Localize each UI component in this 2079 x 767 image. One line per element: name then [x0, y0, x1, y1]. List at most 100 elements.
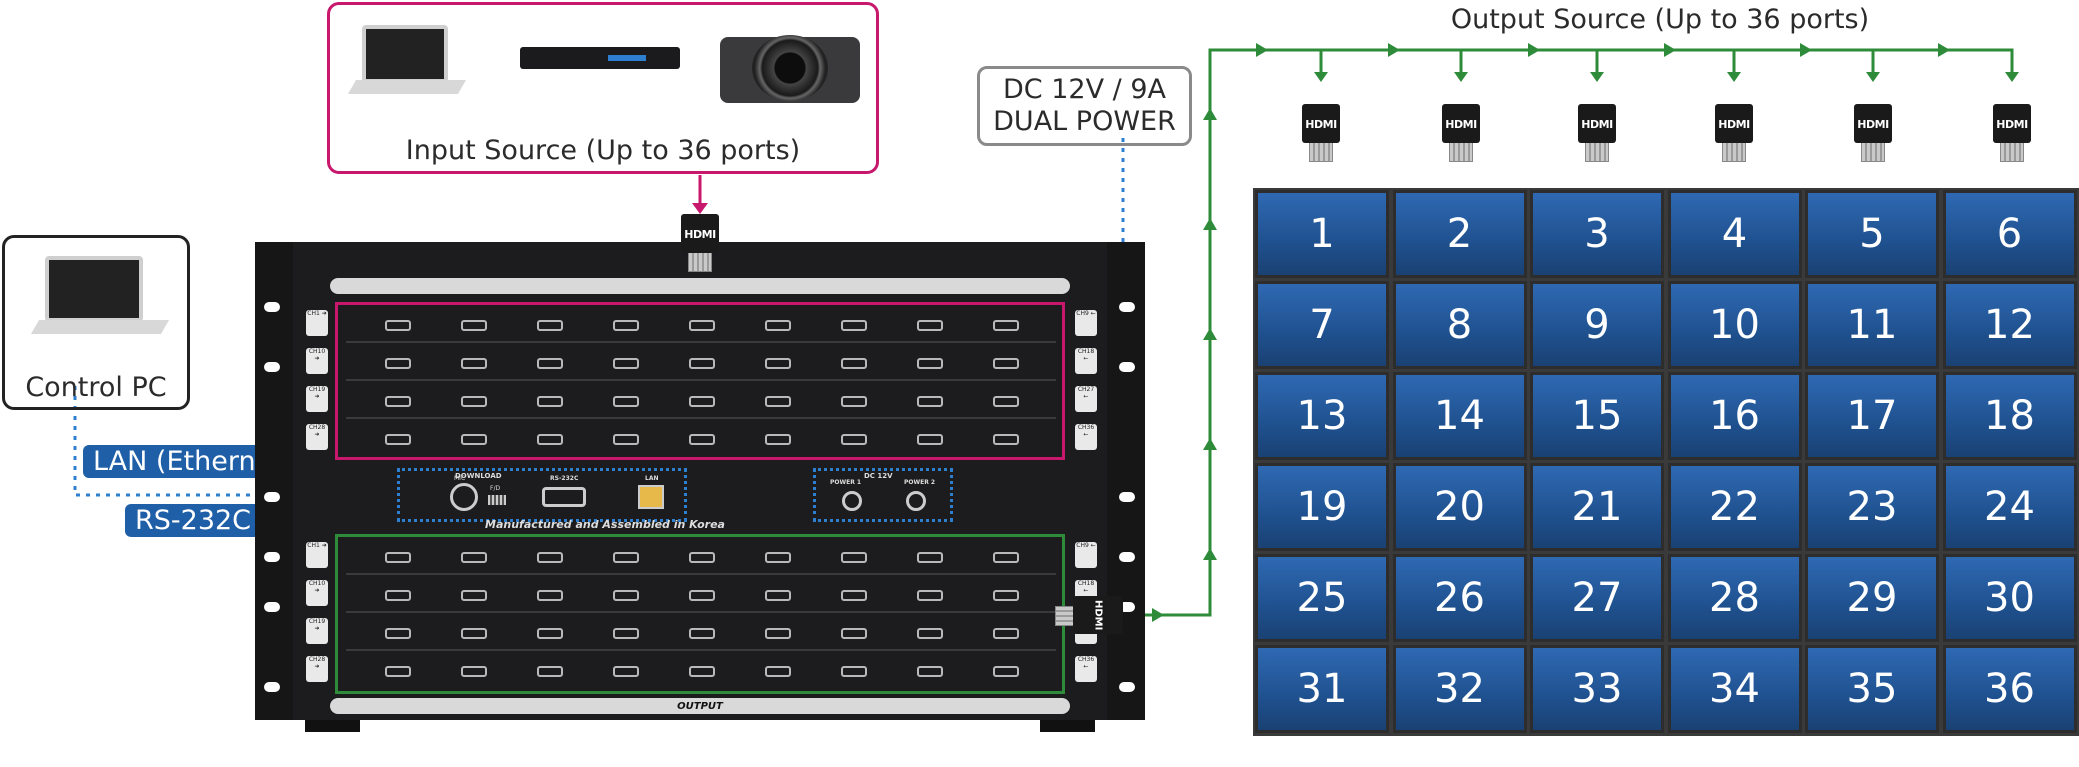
- hdmi-port[interactable]: [689, 552, 715, 563]
- hdmi-port[interactable]: [765, 320, 791, 331]
- hdmi-port[interactable]: [993, 590, 1019, 601]
- hdmi-port[interactable]: [461, 320, 487, 331]
- hdmi-port[interactable]: [537, 396, 563, 407]
- fw-switch[interactable]: [488, 495, 506, 505]
- channel-button[interactable]: CH36 ←: [1075, 656, 1097, 682]
- hdmi-port[interactable]: [689, 320, 715, 331]
- hdmi-port[interactable]: [993, 628, 1019, 639]
- channel-button[interactable]: CH19 ➜: [306, 618, 328, 644]
- hdmi-port[interactable]: [537, 552, 563, 563]
- monitor-tile: 22: [1667, 463, 1802, 551]
- hdmi-port[interactable]: [689, 590, 715, 601]
- hdmi-port[interactable]: [993, 396, 1019, 407]
- hdmi-port[interactable]: [765, 590, 791, 601]
- hdmi-port[interactable]: [765, 666, 791, 677]
- hdmi-port[interactable]: [689, 434, 715, 445]
- hdmi-port[interactable]: [613, 396, 639, 407]
- channel-button[interactable]: CH28 ➜: [306, 424, 328, 450]
- hdmi-port[interactable]: [917, 396, 943, 407]
- hdmi-port[interactable]: [765, 396, 791, 407]
- hdmi-port[interactable]: [461, 628, 487, 639]
- hdmi-port[interactable]: [461, 552, 487, 563]
- hdmi-port[interactable]: [765, 358, 791, 369]
- output-hdmi-plug: HDMI: [1442, 104, 1480, 162]
- hdmi-port[interactable]: [841, 552, 867, 563]
- hdmi-port[interactable]: [917, 590, 943, 601]
- hdmi-port[interactable]: [917, 552, 943, 563]
- hdmi-port[interactable]: [993, 552, 1019, 563]
- hdmi-port[interactable]: [385, 358, 411, 369]
- hdmi-port[interactable]: [689, 396, 715, 407]
- mic-jack[interactable]: [450, 483, 478, 511]
- hdmi-port[interactable]: [385, 590, 411, 601]
- hdmi-port[interactable]: [689, 628, 715, 639]
- hdmi-port[interactable]: [385, 552, 411, 563]
- hdmi-port[interactable]: [689, 666, 715, 677]
- hdmi-port[interactable]: [385, 628, 411, 639]
- hdmi-port[interactable]: [461, 358, 487, 369]
- hdmi-port[interactable]: [613, 590, 639, 601]
- hdmi-port[interactable]: [917, 434, 943, 445]
- hdmi-port[interactable]: [765, 434, 791, 445]
- monitor-tile: 6: [1942, 190, 2077, 278]
- channel-button[interactable]: CH1 ➜: [306, 542, 328, 568]
- monitor-tile: 1: [1255, 190, 1389, 278]
- monitor-tile: 32: [1392, 645, 1527, 733]
- hdmi-port[interactable]: [461, 666, 487, 677]
- hdmi-port[interactable]: [917, 666, 943, 677]
- power1-jack[interactable]: [842, 491, 862, 511]
- power-box: DC 12V / 9A DUAL POWER: [977, 66, 1192, 146]
- hdmi-port[interactable]: [385, 396, 411, 407]
- hdmi-port[interactable]: [841, 666, 867, 677]
- hdmi-port[interactable]: [613, 434, 639, 445]
- channel-button[interactable]: CH10 ➜: [306, 580, 328, 606]
- rs232-port[interactable]: [542, 487, 586, 507]
- hdmi-port[interactable]: [537, 320, 563, 331]
- hdmi-port[interactable]: [765, 628, 791, 639]
- channel-button[interactable]: CH1 ➜: [306, 310, 328, 336]
- channel-button[interactable]: CH19 ➜: [306, 386, 328, 412]
- power2-jack[interactable]: [906, 491, 926, 511]
- hdmi-port[interactable]: [993, 666, 1019, 677]
- hdmi-port[interactable]: [993, 320, 1019, 331]
- hdmi-port[interactable]: [385, 320, 411, 331]
- hdmi-port[interactable]: [917, 628, 943, 639]
- hdmi-port[interactable]: [613, 320, 639, 331]
- hdmi-port[interactable]: [841, 396, 867, 407]
- hdmi-port[interactable]: [841, 434, 867, 445]
- hdmi-port[interactable]: [461, 396, 487, 407]
- hdmi-port[interactable]: [537, 590, 563, 601]
- hdmi-port[interactable]: [461, 590, 487, 601]
- hdmi-port[interactable]: [841, 590, 867, 601]
- channel-button[interactable]: CH18 ←: [1075, 348, 1097, 374]
- hdmi-port[interactable]: [537, 628, 563, 639]
- hdmi-port[interactable]: [385, 434, 411, 445]
- hdmi-port[interactable]: [537, 666, 563, 677]
- made-in-label: Manufactured and Assembled in Korea: [485, 518, 725, 531]
- hdmi-port[interactable]: [613, 628, 639, 639]
- hdmi-port[interactable]: [841, 358, 867, 369]
- channel-button[interactable]: CH28 ➜: [306, 656, 328, 682]
- hdmi-port[interactable]: [613, 552, 639, 563]
- hdmi-port[interactable]: [537, 358, 563, 369]
- channel-button[interactable]: CH27 ←: [1075, 386, 1097, 412]
- hdmi-port[interactable]: [841, 320, 867, 331]
- channel-button[interactable]: CH10 ➜: [306, 348, 328, 374]
- channel-button[interactable]: CH36 ←: [1075, 424, 1097, 450]
- hdmi-port[interactable]: [765, 552, 791, 563]
- hdmi-port[interactable]: [537, 434, 563, 445]
- hdmi-port[interactable]: [993, 358, 1019, 369]
- hdmi-port[interactable]: [461, 434, 487, 445]
- hdmi-port[interactable]: [613, 666, 639, 677]
- hdmi-port[interactable]: [993, 434, 1019, 445]
- hdmi-port[interactable]: [613, 358, 639, 369]
- hdmi-port[interactable]: [917, 358, 943, 369]
- monitor-tile: 25: [1255, 554, 1389, 642]
- lan-port[interactable]: [638, 485, 664, 509]
- channel-button[interactable]: CH9 ←: [1075, 542, 1097, 568]
- hdmi-port[interactable]: [385, 666, 411, 677]
- hdmi-port[interactable]: [689, 358, 715, 369]
- hdmi-port[interactable]: [841, 628, 867, 639]
- hdmi-port[interactable]: [917, 320, 943, 331]
- channel-button[interactable]: CH9 ←: [1075, 310, 1097, 336]
